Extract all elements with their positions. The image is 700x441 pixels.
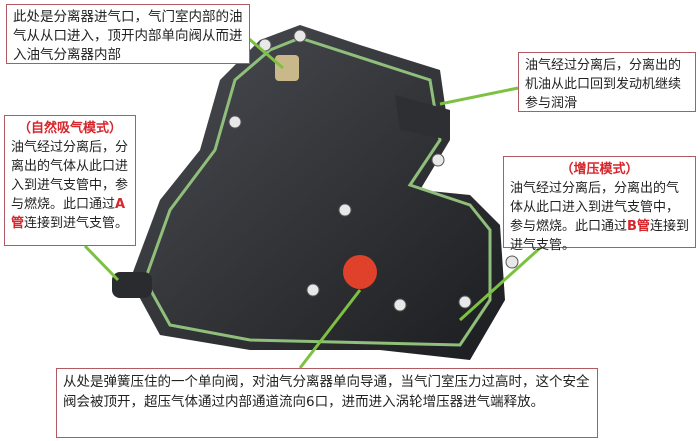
callout-check-valve: 从处是弹簧压住的一个单向阀，对油气分离器单向导通，当气门室压力过高时，这个安全阀… [56, 368, 598, 438]
oil-return-pipe [395, 95, 450, 140]
leader-lines [83, 36, 542, 369]
natural-mode-text: 油气经过分离后，分离出的气体从此口进入到进气支管中，参与燃烧。此口通过 [11, 140, 129, 212]
callout-check-valve-text: 从处是弹簧压住的一个单向阀，对油气分离器单向导通，当气门室压力过高时，这个安全阀… [63, 374, 590, 410]
callout-natural-aspiration: （自然吸气模式） 油气经过分离后，分离出的气体从此口进入到进气支管中，参与燃烧。… [4, 115, 136, 246]
callout-inlet: 此处是分离器进气口，气门室内部的油气从从口进入，顶开内部单向阀从而进入油气分离器… [6, 4, 250, 64]
natural-mode-title: （自然吸气模式） [17, 121, 122, 136]
boost-mode-text: 油气经过分离后，分离出的气体从此口进入到进气支管中，参与燃烧。此口通过 [510, 181, 680, 234]
boost-mode-title: （增压模式） [560, 162, 639, 177]
callout-oil-return: 油气经过分离后，分离出的机油从此口回到发动机继续参与润滑 [518, 52, 696, 112]
port-a-pipe [112, 272, 152, 298]
boost-mode-text-end: 连接到进气支管。 [510, 219, 689, 253]
natural-mode-text-end: 连接到进气支管。 [24, 216, 129, 231]
callout-inlet-text: 此处是分离器进气口，气门室内部的油气从从口进入，顶开内部单向阀从而进入油气分离器… [13, 9, 243, 63]
pipe-a-label: A管 [11, 197, 126, 231]
pipe-b-label: B管 [627, 219, 650, 234]
housing-body [130, 25, 505, 360]
callout-oil-return-text: 油气经过分离后，分离出的机油从此口回到发动机继续参与润滑 [525, 58, 682, 111]
callout-boost: （增压模式） 油气经过分离后，分离出的气体从此口进入到进气支管中，参与燃烧。此口… [503, 156, 696, 253]
check-valve-cap [343, 255, 377, 289]
inlet-port [275, 55, 299, 81]
